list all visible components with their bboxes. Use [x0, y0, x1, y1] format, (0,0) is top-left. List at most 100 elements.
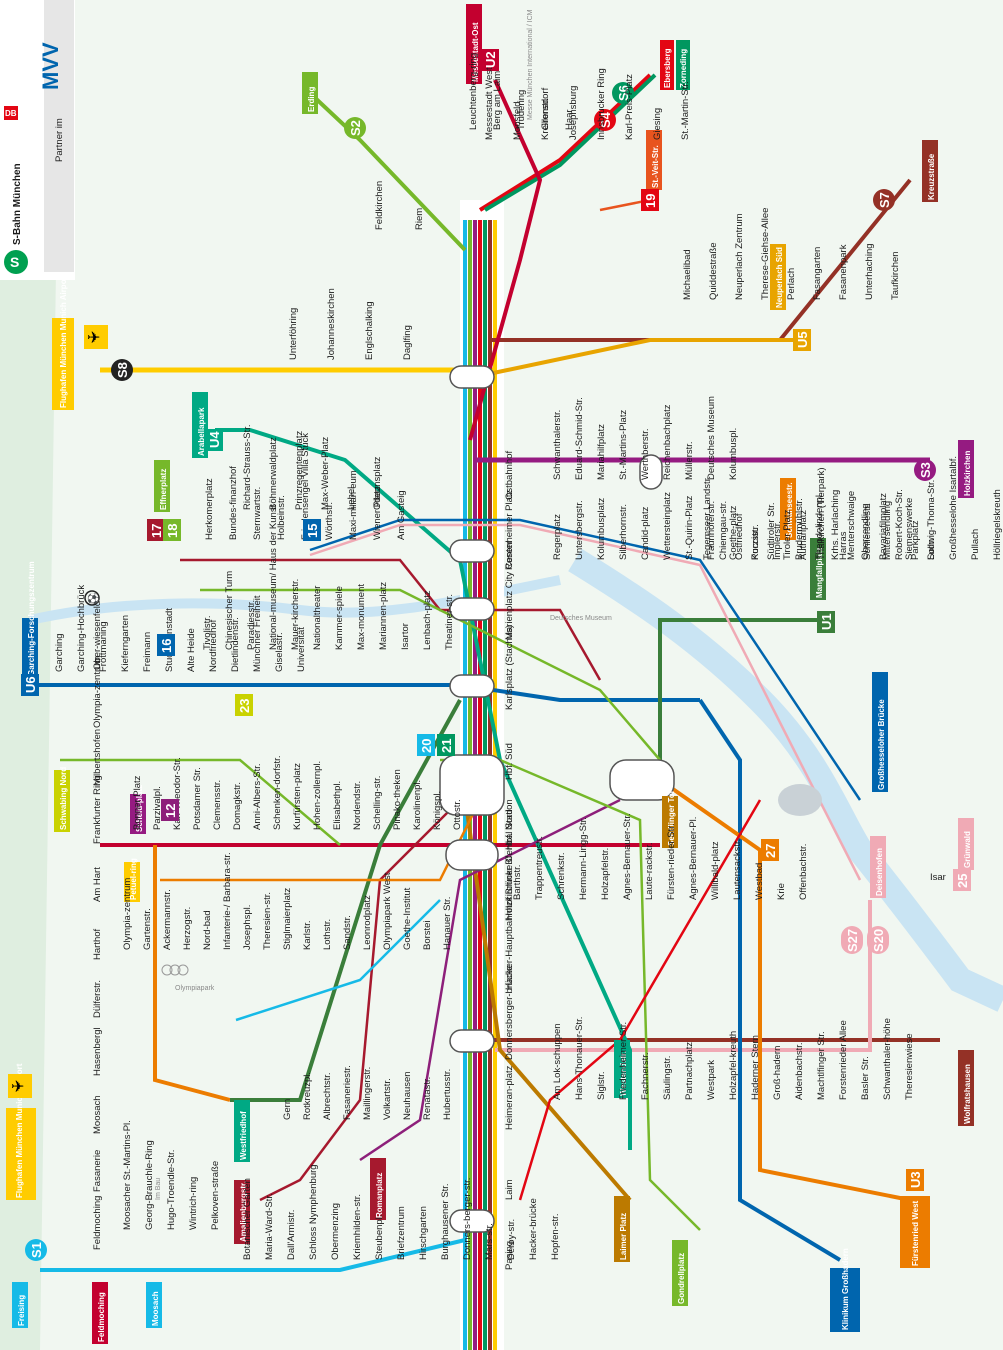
svg-text:16: 16	[159, 639, 174, 653]
station-label-south_centre-2: Kolumbusplatz	[596, 497, 607, 560]
station-label-south_centre-0: Regerplatz	[552, 514, 563, 560]
tram-badge-15: 15	[303, 519, 321, 541]
station-label-tram_east_2-2: Paradiesstr.	[246, 600, 257, 650]
messe-label: Messe München International / ICM	[527, 9, 534, 120]
svg-text:Wolfratshausen: Wolfratshausen	[963, 1064, 972, 1124]
svg-text:S8: S8	[115, 362, 130, 378]
station-label-u4-3: Max-Weber-Platz	[320, 437, 331, 510]
station-label-s8_north-3: Daglfing	[402, 325, 413, 360]
svg-text:Laimer Platz: Laimer Platz	[619, 1213, 628, 1260]
badge-s1: S1	[25, 1239, 47, 1261]
station-label-south_centre-3: Silberhornstr.	[618, 504, 629, 560]
station-label-south_tram-14: Ludwig-Thoma-Str.	[926, 480, 937, 560]
isar-label: Isar	[930, 872, 946, 883]
station-label-south_centre-5: Wettersteinplatz	[662, 492, 673, 560]
station-label-south_tram-11: Bavariafilmplatz	[878, 493, 889, 560]
station-label-south_east-8: Kolumbuspl.	[728, 428, 739, 480]
station-label-south_west-4: Fachnerstr.	[640, 1052, 651, 1100]
station-label-tram_sw-10: Lautensackstr.	[732, 839, 743, 900]
svg-text:Grünwald: Grünwald	[963, 831, 972, 868]
station-label-tram_sw-13: Offenbachstr.	[798, 844, 809, 900]
station-label-u3_west-14: Goethe-Institut	[402, 887, 413, 950]
station-label-tram_east_2-4: Mauer-kircherstr.	[290, 579, 301, 650]
svg-text:Westfriedhof: Westfriedhof	[239, 1111, 248, 1160]
station-label-south_east-0: Schwanthalerstr.	[552, 410, 563, 480]
station-label-u1_west-0: Gern	[282, 1099, 293, 1120]
station-label-west-14: Hopfen-str.	[550, 1214, 561, 1260]
svg-text:21: 21	[439, 739, 454, 753]
station-karlsplatz	[440, 755, 504, 815]
station-label-centre-9: Heimeran-platz	[504, 1065, 515, 1130]
station-label-u3_north-7: Schenken-dorfstr.	[272, 756, 283, 830]
station-label-u3_north-14: Karolinenpl.	[412, 780, 423, 830]
station-label-u3_west-9: Karlstr.	[302, 920, 313, 950]
station-label-tram_east-1: Bundes-finanzhof	[228, 466, 239, 540]
operator-name: S-Bahn München	[12, 163, 23, 245]
station-label-tram_sw-1: Trappentreustr.	[534, 836, 545, 900]
station-label-south_east-7: Deutsches Museum	[706, 396, 717, 480]
station-label-tram_east-7: Wiener Platz	[372, 486, 383, 540]
station-label-south_west-5: Säulingstr.	[662, 1056, 673, 1100]
svg-text:23: 23	[237, 699, 252, 713]
badge-s8: S8	[111, 359, 133, 381]
station-label-tram_sw-7: Fürsten-rieder Str.	[666, 823, 677, 900]
station-label-u2_east-6: Giesing	[652, 108, 663, 140]
station-label-u3_north-6: Anni-Albers-Str.	[252, 763, 263, 830]
station-label-tram_east-5: Wörthstr.	[324, 502, 335, 540]
svg-text:S3: S3	[918, 462, 933, 478]
svg-text:Freising: Freising	[17, 1295, 26, 1326]
station-label-tram_sw-6: Laute-rackstr.	[644, 842, 655, 900]
station-label-u3_north-16: Ottostr.	[452, 799, 463, 830]
station-label-tram_sw-4: Holzapfelstr.	[600, 848, 611, 900]
station-marienplatz	[450, 675, 494, 697]
station-label-south_tram-2: Ostfriedhof	[734, 513, 745, 560]
station-label-west-1: Maria-Ward-Str.	[264, 1193, 275, 1260]
station-label-south_centre-20: Höllriegelskreuth	[992, 489, 1003, 560]
badge-s2: S2	[344, 117, 366, 139]
tram-badge-16: 16	[157, 634, 175, 656]
station-label-u2_tram-5: Fasangarten	[812, 247, 823, 300]
station-label-centre-3: Karlsplatz (Stachus)	[504, 625, 515, 710]
station-label-s1_north-4: Dülferstr.	[92, 980, 103, 1018]
station-label-u3_west-13: Olympiapark West	[382, 872, 393, 950]
station-label-s2_north-1: Riem	[414, 208, 425, 230]
station-label-u2_east-2: Kreillerstr.	[540, 98, 551, 140]
station-label-u6_north-6: Alte Heide	[186, 628, 197, 672]
station-label-u2_tram-6: Fasanenpark	[838, 244, 849, 300]
station-label-west-5: Kriemhilden-str.	[352, 1194, 363, 1260]
station-label-u3_north-11: Nordendstr.	[352, 781, 363, 830]
svg-text:S2: S2	[348, 120, 363, 136]
airport-icon-2: ✈	[8, 1074, 32, 1098]
station-label-tram_sw-11: Westbad	[754, 863, 765, 900]
mvv-logo: MVV	[38, 42, 63, 90]
station-label-tram_east-2: Sternwartstr.	[252, 487, 263, 540]
station-label-u3_north-3: Potsdamer Str.	[192, 767, 203, 830]
svg-text:Effnerplatz: Effnerplatz	[159, 469, 168, 510]
svg-text:Gondrellplatz: Gondrellplatz	[677, 1253, 686, 1304]
station-label-south_west-2: Siglstr.	[596, 1071, 607, 1100]
station-isartor	[450, 598, 494, 620]
station-donnersbergerbruecke	[450, 1030, 494, 1052]
station-label-u3_north-4: Clemensstr.	[212, 780, 223, 830]
station-label-south_tram-1: Chiemgau-str.	[718, 501, 729, 560]
badge-u6: U6	[21, 674, 39, 696]
station-label-west-8: Hirschgarten	[418, 1206, 429, 1260]
svg-text:Holzkirchen: Holzkirchen	[963, 451, 972, 496]
station-label-u3_north-13: Pinako-theken	[392, 769, 403, 830]
station-label-u3_west-4: Nord-bad	[202, 910, 213, 950]
station-label-south_west-16: Theresienwiese	[904, 1033, 915, 1100]
station-label-u2_tram-1: Quiddestraße	[708, 242, 719, 300]
station-hauptbahnhof	[446, 840, 498, 870]
station-label-tram_east-0: Herkomerplatz	[204, 478, 215, 540]
station-label-u3_west-12: Leonrodplatz	[362, 895, 373, 950]
station-label-south_tram-3: Kurzstr.	[750, 528, 761, 560]
station-label-south_west-1: Hans-Thonauer-Str.	[574, 1017, 585, 1100]
tram-badge-19: 19	[641, 189, 659, 211]
station-rosenheimer-platz	[450, 540, 494, 562]
olympiapark-label: Olympiapark	[175, 985, 215, 992]
station-label-u3_north-10: Elisabethpl.	[332, 781, 343, 830]
tram-badge-12: 12	[161, 799, 179, 821]
station-label-south_west-14: Basler Str.	[860, 1056, 871, 1100]
tram-badge-18: 18	[163, 519, 181, 541]
station-label-tram_east_2-5: Nationaltheater	[312, 586, 323, 650]
